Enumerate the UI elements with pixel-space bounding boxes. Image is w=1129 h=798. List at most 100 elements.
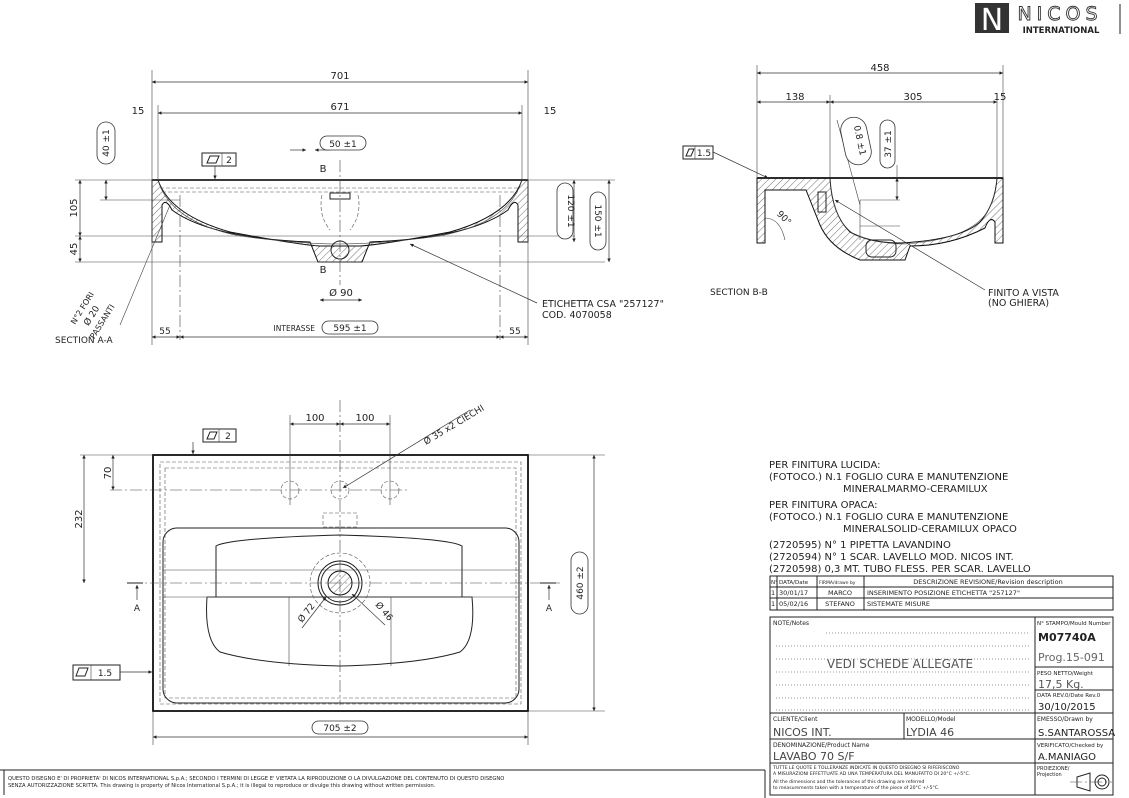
label-text: MARCO	[828, 589, 852, 597]
section-a-a-view: 701 671 15 15 40 ±1 105 45 120 ±1 150 ±1…	[55, 70, 664, 346]
label-text: B	[320, 265, 327, 276]
label-text: 30/10/2015	[1038, 702, 1096, 713]
label-text: CLIENTE/Client	[773, 716, 818, 723]
label-text: 05/02/16	[779, 600, 808, 608]
label-text: INSERIMENTO POSIZIONE ETICHETTA "257127"	[867, 589, 1020, 597]
label-text: 100	[355, 413, 374, 424]
label-text: A.MANIAGO	[1038, 752, 1096, 763]
label-text: Projection	[1037, 772, 1062, 778]
label-text: 705 ±2	[323, 724, 356, 734]
label-text: S.SANTAROSSA	[1038, 728, 1115, 739]
label-text: PESO NETTO/Weight	[1037, 671, 1094, 677]
label-text: 1	[771, 600, 775, 608]
label-text: EMESSO/Drawn by	[1037, 716, 1093, 723]
label-text: N	[981, 3, 1003, 38]
label-text: to measurements taken with a temperature…	[773, 785, 939, 791]
label-text: 15	[994, 92, 1007, 103]
label-text: FINITO A VISTA	[988, 288, 1059, 299]
label-text: A	[546, 604, 553, 614]
label-text: 460 ±2	[576, 566, 586, 599]
label-text: DATA/Date	[779, 580, 809, 586]
label-text: 232	[74, 509, 85, 528]
label-text: 15	[544, 106, 557, 117]
label-text: 701	[330, 71, 349, 82]
label-text: 671	[330, 102, 349, 113]
label-text: SENZA AUTORIZZAZIONE SCRITTA. This drawi…	[8, 783, 436, 789]
label-text: (2720595) N° 1 PIPETTA LAVANDINO	[769, 540, 951, 551]
label-text: N° STAMPO/Mould Number	[1037, 621, 1111, 627]
copyright-disclaimer: QUESTO DISEGNO E' DI PROPRIETA' DI NICOS…	[0, 769, 766, 798]
label-text: 1	[771, 589, 775, 597]
label-text: NOTE/Notes	[773, 620, 809, 627]
section-b-b-view: 458 138 305 15 0.8 ±1 37 ±1 90° 1.5 SECT…	[682, 63, 1059, 309]
label-text: STEFANO	[825, 600, 855, 608]
revision-row: 1 05/02/16 STEFANO SISTEMATE MISURE	[771, 600, 930, 608]
label-text: 595 ±1	[333, 324, 366, 334]
label-text: FIRMA/drawn by	[819, 580, 856, 586]
label-text: 1.5	[98, 669, 112, 679]
label-text: Ø 90	[329, 287, 353, 299]
label-text: (FOTOCO.) N.1 FOGLIO CURA E MANUTENZIONE	[769, 472, 1008, 483]
plan-view: 100 100 Ø 35 x2 CIECHI 70 232 460 ±2 705…	[72, 400, 605, 745]
revision-row: 1 30/01/17 MARCO INSERIMENTO POSIZIONE E…	[771, 589, 1020, 597]
label-text: A	[134, 604, 141, 614]
label-text: VERIFICATO/Checked by	[1037, 743, 1104, 749]
label-text: Ø 72	[296, 601, 318, 625]
label-text: SISTEMATE MISURE	[867, 600, 930, 608]
projection-symbol-icon	[1070, 772, 1112, 792]
label-text: SECTION A-A	[55, 336, 114, 346]
label-text: 2	[226, 156, 232, 166]
label-text: PER FINITURA OPACA:	[769, 500, 878, 511]
label-text: N°	[771, 580, 778, 586]
label-text: Prog.15-091	[1038, 651, 1105, 664]
label-text: LAVABO 70 S/F	[773, 750, 855, 763]
label-text: Ø 46	[373, 600, 395, 624]
label-text: 305	[903, 92, 922, 103]
label-text: TUTTE LE QUOTE E TOLLERANZE INDICATE IN …	[772, 765, 960, 771]
label-text: 15	[132, 106, 145, 117]
label-text: (NO GHIERA)	[988, 298, 1049, 309]
label-text: DESCRIZIONE REVISIONE/Revision descripti…	[913, 578, 1062, 586]
label-text: Ø 35 x2 CIECHI	[422, 403, 486, 448]
label-text: 40 ±1	[102, 129, 112, 157]
label-text: 17,5 Kg.	[1038, 678, 1084, 691]
label-text: 120 ±1	[565, 194, 575, 227]
label-text: VEDI SCHEDE ALLEGATE	[827, 657, 973, 671]
title-block: NOTE/Notes VEDI SCHEDE ALLEGATE N° STAMP…	[769, 616, 1115, 796]
supply-notes: PER FINITURA LUCIDA: (FOTOCO.) N.1 FOGLI…	[769, 460, 1031, 575]
label-text: PROIEZIONE/	[1037, 766, 1070, 772]
label-text: MINERALSOLID-CERAMILUX OPACO	[843, 524, 1017, 535]
label-text: 100	[305, 413, 324, 424]
label-text: ETICHETTA CSA "257127"	[542, 299, 664, 310]
label-text: MODELLO/Model	[906, 716, 956, 723]
label-text: QUESTO DISEGNO E' DI PROPRIETA' DI NICOS…	[8, 776, 504, 782]
label-text: PER FINITURA LUCIDA:	[769, 460, 880, 471]
label-text: B	[320, 164, 327, 175]
label-text: NICOS	[1017, 3, 1102, 25]
label-text: (FOTOCO.) N.1 FOGLIO CURA E MANUTENZIONE	[769, 512, 1008, 523]
holes-note: N°2 FORI Ø 20 PASSANTI	[69, 290, 116, 340]
label-text: COD. 4070058	[542, 310, 612, 321]
label-text: 2	[225, 432, 231, 442]
label-text: (2720594) N° 1 SCAR. LAVELLO MOD. NICOS …	[769, 552, 1014, 563]
label-text: 105	[69, 198, 80, 217]
label-text: A MISURAZIONI EFFETTUATE AD UNA TEMPERAT…	[773, 771, 970, 777]
label-text: MINERALMARMO-CERAMILUX	[843, 484, 988, 495]
label-text: 150 ±1	[592, 204, 602, 237]
label-text: 30/01/17	[779, 589, 808, 597]
label-text: 37 ±1	[884, 130, 894, 158]
label-text: 55	[509, 327, 520, 337]
label-text: 90°	[774, 209, 792, 227]
label-text: DENOMINAZIONE/Product Name	[773, 742, 870, 749]
label-text: INTERASSE	[274, 324, 316, 333]
label-text: M07740A	[1038, 631, 1096, 644]
label-text: All the dimensions and the tolerances of…	[773, 779, 924, 785]
label-text: LYDIA 46	[906, 726, 954, 739]
label-text: INTERNATIONAL	[1023, 26, 1100, 36]
label-text: 1.5	[697, 149, 711, 159]
label-text: 50 ±1	[329, 140, 357, 150]
label-text: 458	[870, 63, 889, 74]
revision-table: N° DATA/Date FIRMA/drawn by DESCRIZIONE …	[769, 575, 1114, 611]
label-text: 55	[159, 327, 170, 337]
